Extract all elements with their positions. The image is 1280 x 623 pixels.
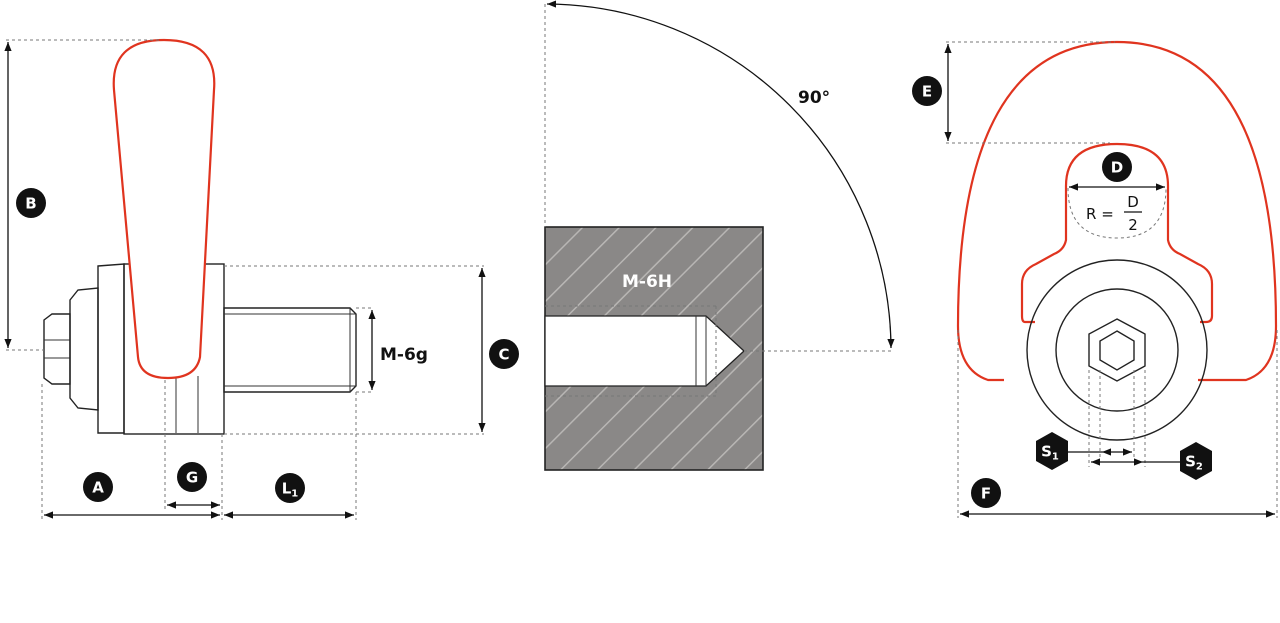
hex-nut — [43, 313, 71, 385]
handle — [112, 38, 216, 380]
front-view: E D F S1 S2 R = D 2 — [912, 40, 1278, 518]
svg-text:S1: S1 — [1041, 443, 1059, 463]
badge-b: B — [16, 188, 46, 218]
thread-label-m6g: M-6g — [380, 345, 428, 365]
svg-text:D: D — [1127, 193, 1139, 211]
base-outer — [1026, 259, 1208, 441]
badge-d: D — [1102, 152, 1132, 182]
badge-f: F — [971, 478, 1001, 508]
badge-s1: S1 — [1036, 432, 1068, 470]
badge-s2: S2 — [1180, 442, 1212, 480]
badge-e: E — [912, 76, 942, 106]
badge-c: C — [489, 339, 519, 369]
svg-text:C: C — [498, 346, 509, 364]
body — [97, 263, 125, 434]
svg-text:E: E — [922, 83, 932, 101]
ring-outline — [956, 40, 1278, 382]
svg-text:D: D — [1111, 159, 1123, 177]
radius-formula: R = D 2 — [1086, 193, 1142, 234]
svg-text:2: 2 — [1128, 216, 1138, 234]
angle-label: 90° — [798, 88, 830, 108]
svg-text:G: G — [186, 469, 198, 487]
badge-g: G — [177, 462, 207, 492]
angle-arc — [546, 0, 895, 349]
side-view: B C A G L1 M-6g — [4, 38, 519, 520]
svg-text:B: B — [25, 195, 36, 213]
svg-text:A: A — [92, 479, 104, 497]
hex-socket-outer — [1088, 318, 1146, 382]
svg-text:R =: R = — [1086, 205, 1114, 223]
thread-label-m6h: M-6H — [622, 272, 672, 292]
badge-a: A — [83, 472, 113, 502]
svg-text:S2: S2 — [1185, 453, 1203, 473]
threaded-stud — [223, 307, 357, 393]
ring-inner — [1020, 142, 1214, 324]
badge-l1: L1 — [275, 473, 305, 503]
svg-text:F: F — [981, 485, 991, 503]
collar — [69, 287, 99, 411]
svg-text:L1: L1 — [282, 480, 299, 500]
section-view: 90° M-6H — [544, 0, 895, 471]
hex-socket-inner — [1099, 330, 1135, 371]
base-inner — [1055, 288, 1179, 412]
threaded-hole — [544, 315, 745, 387]
